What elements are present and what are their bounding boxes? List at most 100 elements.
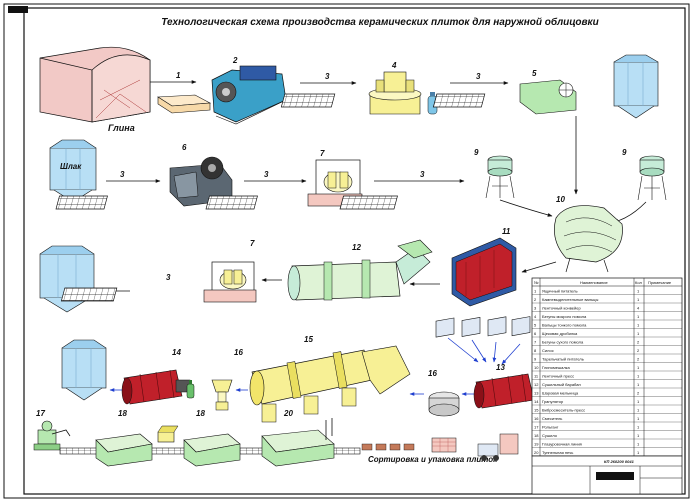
num-18: 18 [118, 409, 127, 418]
forklift-icon [477, 433, 519, 461]
th-no: № [534, 280, 538, 285]
spec-cell-no: 4 [534, 314, 537, 319]
num-18b: 18 [196, 409, 205, 418]
tunnel-kiln [261, 418, 335, 467]
clay-mixer [554, 205, 623, 273]
mixer-dish [428, 391, 460, 417]
spec-cell-qty: 1 [637, 424, 640, 429]
drying-drum [287, 239, 433, 301]
num-14: 14 [172, 348, 181, 357]
spec-cell-no: 13 [534, 390, 539, 395]
finished-tiles [361, 443, 415, 451]
ball-mill-right [473, 373, 535, 409]
spec-cell-name: Шаровая мельница [542, 390, 579, 395]
spec-cell-name: Бегуны мокрого помола [542, 314, 587, 319]
spec-cell-qty: 1 [637, 288, 640, 293]
num-3d: 3 [264, 170, 269, 179]
spec-cell-name: Камневыделительные вальцы [542, 297, 598, 302]
spec-cell-qty: 1 [637, 314, 640, 319]
spec-cell-no: 10 [534, 365, 539, 370]
spec-cell-name: Тарельчатый питатель [542, 356, 584, 361]
glaze-hopper [157, 425, 179, 443]
roller-table-loader [33, 420, 71, 451]
belt-conveyor-6 [60, 287, 118, 302]
plate-feeder-right [637, 155, 667, 201]
diagram-title: Технологическая схема производства керам… [161, 16, 598, 28]
dryer-unit-1 [95, 433, 153, 467]
spec-cell-qty: 1 [637, 416, 640, 421]
spec-cell-no: 12 [534, 382, 539, 387]
spec-cell-name: Бегуны сухого помола [542, 339, 584, 344]
label-sort-pack: Сортировка и упаковка плиток [368, 455, 498, 464]
num-10: 10 [556, 195, 565, 204]
num-11: 11 [502, 227, 511, 236]
silo-clay [613, 54, 659, 119]
dry-edge-mill-2 [203, 261, 257, 303]
spec-cell-name: Щековая дробилка [542, 331, 578, 336]
spec-cell-no: 1 [534, 288, 537, 293]
belt-conveyor-1 [280, 93, 336, 108]
spec-cell-no: 5 [534, 322, 537, 327]
spec-cell-no: 18 [534, 433, 539, 438]
belt-conveyor-4 [205, 195, 258, 210]
spec-cell-no: 19 [534, 441, 539, 446]
spec-cell-qty: 1 [637, 382, 640, 387]
clay-storage-building [39, 46, 151, 123]
jaw-crusher [169, 156, 233, 207]
num-2: 2 [232, 56, 238, 65]
spec-cell-qty: 1 [637, 373, 640, 378]
silo-slag [49, 139, 97, 203]
silo-powder [39, 245, 95, 313]
num-3f: 3 [166, 273, 171, 282]
green-bottle-icon [186, 380, 195, 399]
num-9a: 9 [474, 148, 479, 157]
spec-cell-qty: 1 [637, 433, 640, 438]
spec-cell-no: 8 [534, 348, 537, 353]
num-7b: 7 [250, 239, 255, 248]
num-15: 15 [304, 335, 313, 344]
num-3e: 3 [420, 170, 425, 179]
spec-cell-qty: 1 [637, 450, 640, 455]
spec-cell-no: 16 [534, 416, 539, 421]
ball-mill-left [121, 369, 191, 405]
spec-cell-no: 14 [534, 399, 539, 404]
spec-cell-name: Ящичный питатель [542, 288, 578, 293]
spec-cell-no: 3 [534, 305, 537, 310]
spec-cell-qty: 1 [637, 407, 640, 412]
label-slag: Шлак [60, 162, 82, 171]
spec-cell-no: 15 [534, 407, 539, 412]
spec-cell-name: Сушило [542, 433, 558, 438]
th-note: Примечание [648, 280, 672, 285]
spec-cell-qty: 4 [637, 305, 640, 310]
spec-cell-name: Вибросмеситель-пресс [542, 407, 585, 412]
spec-cell-qty: 1 [637, 297, 640, 302]
num-3b: 3 [476, 72, 481, 81]
num-7: 7 [320, 149, 325, 158]
spec-cell-name: Сушильный барабан [542, 382, 581, 387]
num-1: 1 [176, 71, 181, 80]
belt-conveyor-3 [55, 195, 108, 210]
granulator [211, 379, 233, 411]
num-5: 5 [532, 69, 537, 78]
spec-cell-no: 6 [534, 331, 537, 336]
spec-cell-qty: 1 [637, 365, 640, 370]
spec-cell-no: 17 [534, 424, 539, 429]
spec-cell-name: Рольганг [542, 424, 559, 429]
box-feeder [157, 94, 212, 114]
num-4: 4 [391, 61, 397, 70]
spec-cell-name: Туннельная печь [542, 450, 573, 455]
num-16: 16 [234, 348, 243, 357]
spec-cell-qty: 1 [637, 399, 640, 404]
num-3c: 3 [120, 170, 125, 179]
dryer-unit-2 [183, 433, 241, 467]
th-name: Наименование [580, 280, 609, 285]
spec-cell-name: Вальцы тонкого помола [542, 322, 587, 327]
vibro-mixer-press [249, 345, 411, 423]
spec-cell-qty: 2 [637, 348, 640, 353]
title-block: КП 260200 0041 [531, 455, 683, 495]
belt-conveyor-5 [339, 195, 398, 210]
belt-press [451, 237, 517, 307]
spec-cell-no: 9 [534, 356, 537, 361]
spec-cell-qty: 2 [637, 356, 640, 361]
spec-cell-no: 20 [534, 450, 539, 455]
